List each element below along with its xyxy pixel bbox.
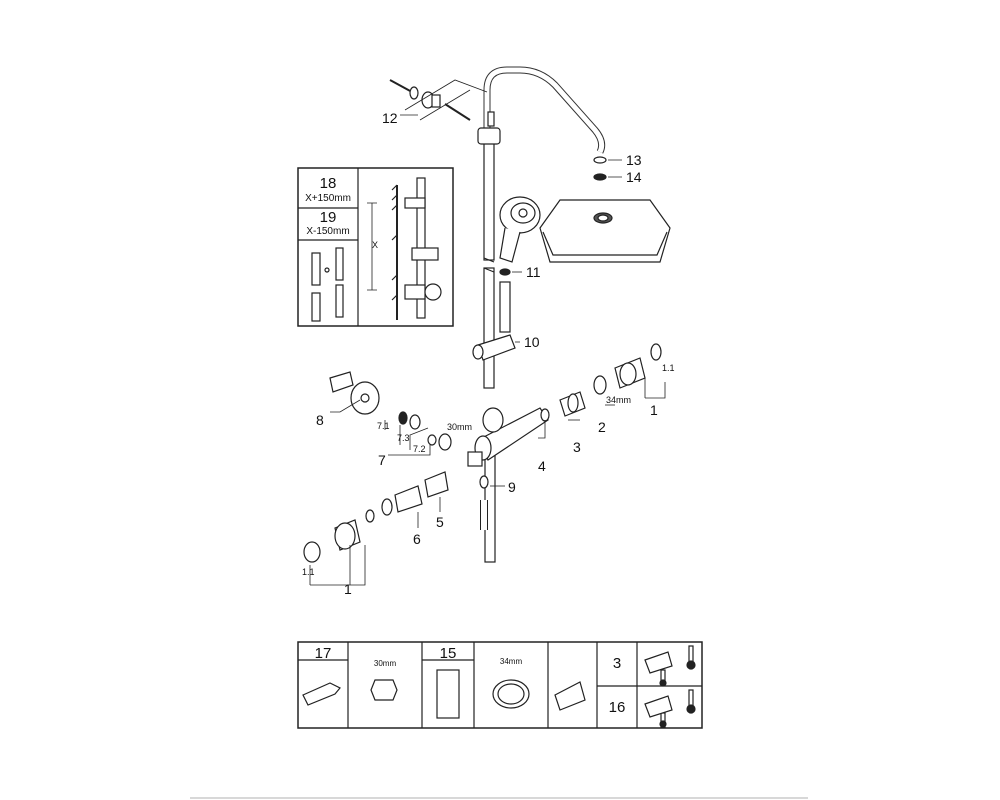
slider-10 bbox=[472, 334, 516, 361]
label-part-12: 12 bbox=[382, 110, 398, 126]
nut-30mm-icon bbox=[370, 679, 398, 701]
label-part-14: 14 bbox=[626, 169, 642, 185]
label-part-7: 7 bbox=[378, 452, 386, 468]
label-part-2: 2 bbox=[598, 419, 606, 435]
inset-rods bbox=[311, 247, 344, 322]
head-shower bbox=[539, 199, 671, 263]
label-part-7-1: 7.1 bbox=[377, 421, 390, 431]
left-side-parts bbox=[329, 371, 452, 451]
inset-label-x: X bbox=[372, 240, 379, 250]
label-part-1-right: 1 bbox=[650, 402, 658, 418]
wrench-icon bbox=[302, 682, 341, 706]
fixing-set-12 bbox=[389, 79, 488, 121]
lower-left-parts bbox=[303, 471, 449, 563]
inset-label-18-dim: X+150mm bbox=[305, 193, 351, 204]
cartridge-icon bbox=[554, 681, 586, 711]
label-part-7-2: 7.2 bbox=[413, 444, 426, 454]
shower-riser-arm bbox=[483, 66, 606, 154]
label-dim-34mm: 34mm bbox=[606, 395, 632, 405]
label-part-6: 6 bbox=[413, 531, 421, 547]
label-part-8: 8 bbox=[316, 412, 324, 428]
tool-15-icon bbox=[436, 669, 460, 719]
tool-label-34mm: 34mm bbox=[499, 657, 523, 666]
washer-13 bbox=[593, 156, 607, 164]
label-part-11: 11 bbox=[526, 264, 541, 280]
label-part-10: 10 bbox=[524, 334, 540, 350]
label-part-7-3: 7.3 bbox=[397, 433, 410, 443]
label-part-9: 9 bbox=[508, 479, 516, 495]
wall-bracket-top bbox=[477, 111, 501, 145]
inset-label-18: 18 bbox=[319, 175, 337, 192]
thermostat-body bbox=[467, 407, 549, 467]
label-part-13: 13 bbox=[626, 152, 642, 168]
inset-label-19-dim: X-150mm bbox=[306, 226, 350, 237]
label-part-3: 3 bbox=[573, 439, 581, 455]
label-part-1-1-right: 1.1 bbox=[662, 363, 675, 373]
right-side-parts bbox=[540, 343, 662, 422]
tool-label-15: 15 bbox=[439, 645, 457, 662]
label-part-1-1-left: 1.1 bbox=[302, 567, 315, 577]
inset-label-19: 19 bbox=[319, 209, 337, 226]
inset-box bbox=[297, 167, 454, 327]
tools-table bbox=[297, 641, 703, 729]
tool-label-3: 3 bbox=[612, 655, 622, 672]
label-part-1-left: 1 bbox=[344, 581, 352, 597]
inset-wall-illustration bbox=[367, 177, 442, 320]
washer-9 bbox=[479, 475, 489, 489]
leader-lines bbox=[309, 114, 666, 586]
label-dim-30mm: 30mm bbox=[447, 422, 473, 432]
tool-label-16: 16 bbox=[608, 699, 626, 716]
tool-label-30mm: 30mm bbox=[373, 659, 397, 668]
shower-hose bbox=[499, 281, 511, 333]
hand-shower bbox=[499, 196, 541, 263]
washer-11 bbox=[499, 268, 511, 276]
thermometer-icons bbox=[644, 645, 696, 728]
tool-label-17: 17 bbox=[314, 645, 332, 662]
washer-14 bbox=[593, 173, 607, 181]
label-part-4: 4 bbox=[538, 458, 546, 474]
label-part-5: 5 bbox=[436, 514, 444, 530]
